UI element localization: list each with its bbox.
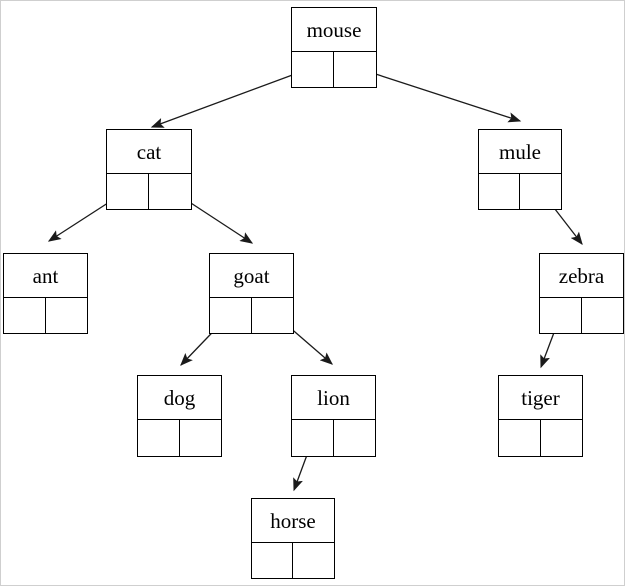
tree-node-tiger[interactable]: tiger <box>498 375 583 457</box>
node-label-lion: lion <box>292 376 375 420</box>
node-pointers-goat <box>210 298 293 334</box>
tree-node-ant[interactable]: ant <box>3 253 88 334</box>
node-left-pointer-goat <box>210 298 252 334</box>
node-left-pointer-zebra <box>540 298 582 334</box>
node-label-mule: mule <box>479 130 561 174</box>
node-right-pointer-horse <box>293 543 334 579</box>
node-left-pointer-mule <box>479 174 520 210</box>
node-right-pointer-ant <box>46 298 88 334</box>
node-pointers-lion <box>292 420 375 456</box>
edge-mouse-mule <box>353 66 522 123</box>
tree-node-dog[interactable]: dog <box>137 375 222 457</box>
node-right-pointer-goat <box>252 298 294 334</box>
node-label-mouse: mouse <box>292 8 376 52</box>
node-left-pointer-horse <box>252 543 293 579</box>
node-pointers-zebra <box>540 298 623 334</box>
tree-node-horse[interactable]: horse <box>251 498 335 579</box>
node-pointers-dog <box>138 420 221 456</box>
node-right-pointer-cat <box>149 174 191 210</box>
node-pointers-tiger <box>499 420 582 456</box>
node-pointers-ant <box>4 298 87 334</box>
node-left-pointer-tiger <box>499 420 541 456</box>
node-pointers-cat <box>107 174 191 210</box>
node-right-pointer-zebra <box>582 298 624 334</box>
node-right-pointer-tiger <box>541 420 583 456</box>
node-pointers-mule <box>479 174 561 210</box>
node-label-horse: horse <box>252 499 334 543</box>
tree-node-lion[interactable]: lion <box>291 375 376 457</box>
node-left-pointer-dog <box>138 420 180 456</box>
node-right-pointer-dog <box>180 420 222 456</box>
tree-node-goat[interactable]: goat <box>209 253 294 334</box>
node-pointers-mouse <box>292 52 376 88</box>
node-label-dog: dog <box>138 376 221 420</box>
node-right-pointer-lion <box>334 420 376 456</box>
edge-mouse-cat <box>150 66 315 128</box>
tree-node-zebra[interactable]: zebra <box>539 253 624 334</box>
node-left-pointer-cat <box>107 174 149 210</box>
node-label-goat: goat <box>210 254 293 298</box>
node-label-ant: ant <box>4 254 87 298</box>
node-label-tiger: tiger <box>499 376 582 420</box>
tree-node-cat[interactable]: cat <box>106 129 192 210</box>
node-right-pointer-mule <box>520 174 561 210</box>
node-left-pointer-ant <box>4 298 46 334</box>
node-label-zebra: zebra <box>540 254 623 298</box>
node-left-pointer-mouse <box>292 52 334 88</box>
node-pointers-horse <box>252 543 334 579</box>
node-left-pointer-lion <box>292 420 334 456</box>
tree-node-mouse[interactable]: mouse <box>291 7 377 88</box>
tree-node-mule[interactable]: mule <box>478 129 562 210</box>
node-right-pointer-mouse <box>334 52 376 88</box>
node-label-cat: cat <box>107 130 191 174</box>
